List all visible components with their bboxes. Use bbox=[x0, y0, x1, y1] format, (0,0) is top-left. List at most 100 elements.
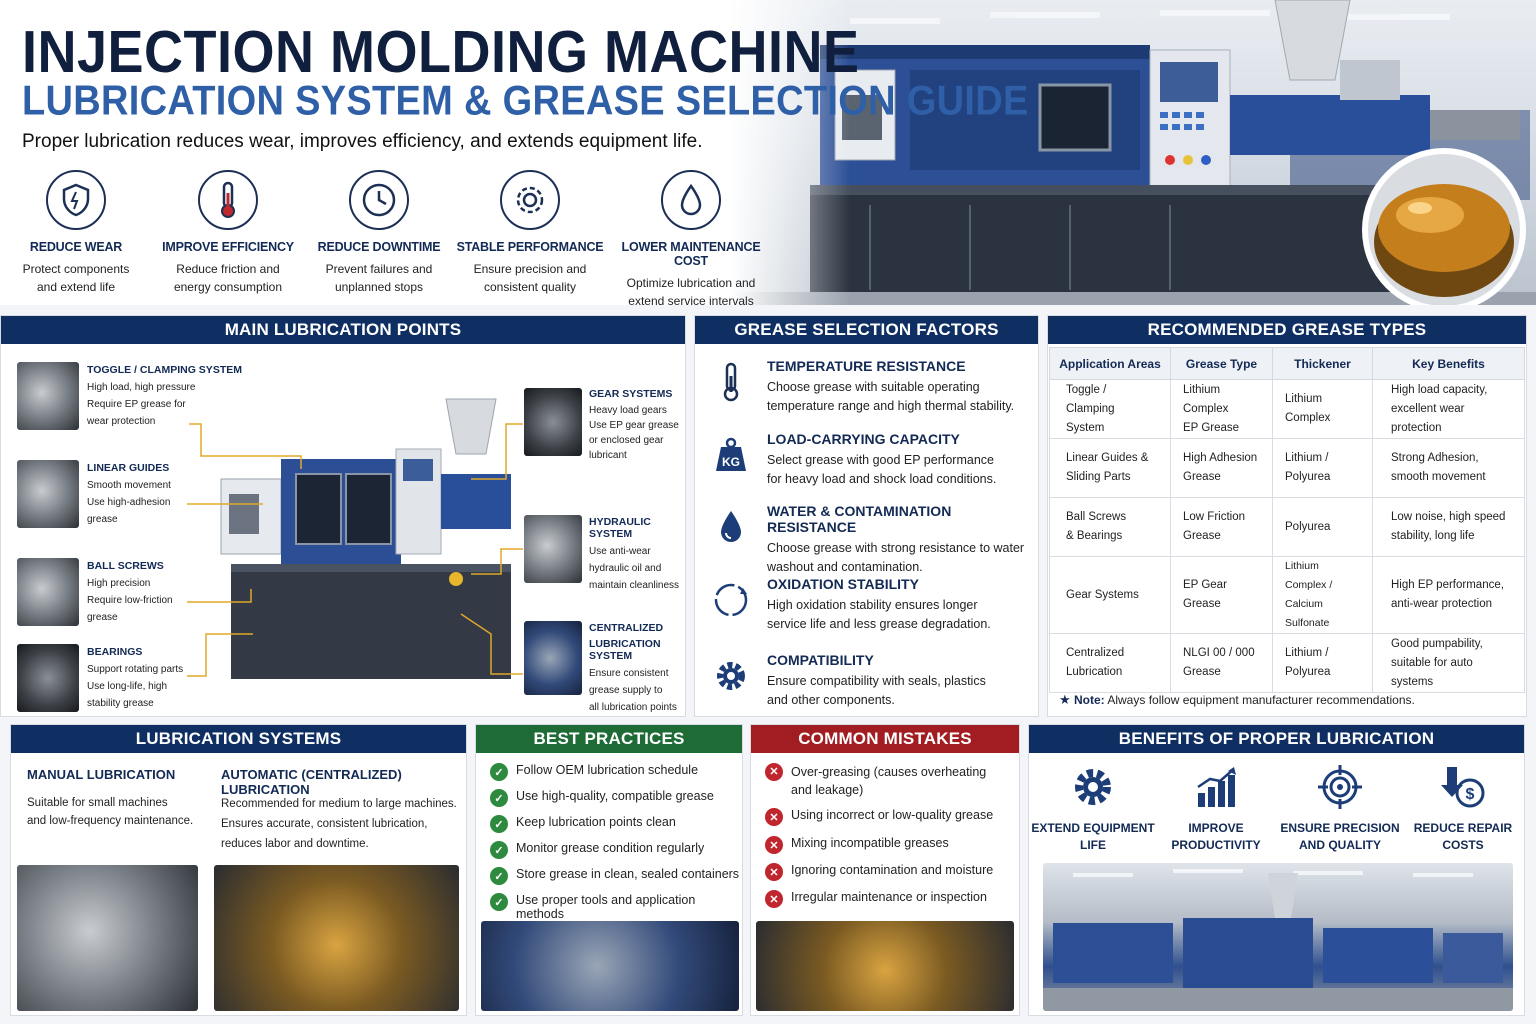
page-title: INJECTION MOLDING MACHINE bbox=[22, 19, 860, 86]
grease-note: ★ Note: Always follow equipment manufact… bbox=[1059, 692, 1415, 707]
factor-temperature: TEMPERATURE RESISTANCE Choose grease wit… bbox=[713, 358, 1033, 416]
panel-title: MAIN LUBRICATION POINTS bbox=[1, 316, 685, 344]
toggle-photo bbox=[17, 362, 79, 430]
common-mistakes-panel: COMMON MISTAKES ✕Over-greasing (causes o… bbox=[750, 724, 1020, 1016]
grease-types-table: Application Areas Grease Type Thickener … bbox=[1049, 347, 1525, 693]
list-item: ✓Store grease in clean, sealed container… bbox=[490, 867, 739, 885]
drop-icon bbox=[680, 183, 702, 216]
grease-gun-photo bbox=[17, 865, 198, 1011]
point-ball-screws: BALL SCREWS High precision Require low-f… bbox=[87, 560, 173, 623]
shield-icon bbox=[62, 183, 90, 217]
panel-title: COMMON MISTAKES bbox=[751, 725, 1019, 753]
point-toggle-clamping: TOGGLE / CLAMPING SYSTEM High load, high… bbox=[87, 364, 242, 427]
svg-text:$: $ bbox=[1466, 786, 1475, 803]
bearing-grease-photo bbox=[756, 921, 1014, 1011]
grease-selection-factors-panel: GREASE SELECTION FACTORS TEMPERATURE RES… bbox=[694, 315, 1039, 717]
panel-title: LUBRICATION SYSTEMS bbox=[11, 725, 466, 753]
bearings-photo bbox=[17, 644, 79, 712]
list-item: ✕Ignoring contamination and moisture bbox=[765, 863, 993, 881]
thermometer-icon bbox=[221, 181, 235, 218]
check-icon: ✓ bbox=[490, 893, 508, 911]
factor-compatibility: COMPATIBILITY Ensure compatibility with … bbox=[713, 652, 1033, 710]
check-icon: ✓ bbox=[490, 867, 508, 885]
page-subtitle: LUBRICATION SYSTEM & GREASE SELECTION GU… bbox=[22, 78, 1029, 125]
greasing-hand-photo bbox=[481, 921, 739, 1011]
factory-illustration bbox=[1043, 869, 1513, 1011]
x-icon: ✕ bbox=[765, 890, 783, 908]
svg-text:KG: KG bbox=[722, 455, 740, 469]
table-row: Gear Systems EP Gear Grease Lithium Comp… bbox=[1049, 556, 1525, 634]
header: INJECTION MOLDING MACHINE LUBRICATION SY… bbox=[0, 0, 1536, 305]
point-bearings: BEARINGS Support rotating parts Use long… bbox=[87, 646, 184, 709]
point-gear-systems: GEAR SYSTEMS Heavy load gears Use EP gea… bbox=[589, 388, 679, 461]
list-item: ✕Using incorrect or low-quality grease bbox=[765, 808, 993, 826]
star-icon: ★ bbox=[1059, 692, 1071, 707]
benefits-proper-lubrication-panel: BENEFITS OF PROPER LUBRICATION EXTEND EQ… bbox=[1028, 724, 1525, 1016]
point-linear-guides: LINEAR GUIDES Smooth movement Use high-a… bbox=[87, 462, 171, 525]
list-item: ✓Follow OEM lubrication schedule bbox=[490, 763, 698, 781]
list-item: ✓Use high-quality, compatible grease bbox=[490, 789, 714, 807]
panel-title: BENEFITS OF PROPER LUBRICATION bbox=[1029, 725, 1524, 753]
list-item: ✓Monitor grease condition regularly bbox=[490, 841, 704, 859]
list-item: ✕Mixing incompatible greases bbox=[765, 836, 949, 854]
x-icon: ✕ bbox=[765, 763, 783, 781]
check-icon: ✓ bbox=[490, 815, 508, 833]
panel-title: GREASE SELECTION FACTORS bbox=[695, 316, 1038, 344]
target-icon bbox=[1318, 765, 1362, 809]
water-drop-icon bbox=[721, 511, 741, 542]
x-icon: ✕ bbox=[765, 808, 783, 826]
table-header-row: Application Areas Grease Type Thickener … bbox=[1049, 347, 1525, 380]
factor-oxidation: OXIDATION STABILITY High oxidation stabi… bbox=[713, 576, 1033, 634]
panel-title: BEST PRACTICES bbox=[476, 725, 742, 753]
gear-icon bbox=[1075, 769, 1111, 805]
check-icon: ✓ bbox=[490, 841, 508, 859]
linear-guides-photo bbox=[17, 460, 79, 528]
auto-lubrication-desc: Recommended for medium to large machines… bbox=[221, 798, 457, 850]
point-centralized: CENTRALIZED LUBRICATION SYSTEM Ensure co… bbox=[589, 622, 677, 713]
auto-lubrication-title: AUTOMATIC (CENTRALIZED) LUBRICATION bbox=[221, 767, 402, 797]
hydraulic-photo bbox=[524, 515, 582, 583]
hero-machine-photo bbox=[730, 0, 1536, 305]
x-icon: ✕ bbox=[765, 863, 783, 881]
factor-load-carrying: KG LOAD-CARRYING CAPACITY Select grease … bbox=[713, 431, 1033, 489]
ball-screws-photo bbox=[17, 558, 79, 626]
gear-icon bbox=[717, 662, 745, 690]
tagline: Proper lubrication reduces wear, improve… bbox=[22, 131, 703, 152]
list-item: ✕Irregular maintenance or inspection bbox=[765, 890, 987, 908]
centralized-photo bbox=[524, 621, 582, 695]
leader-lines bbox=[187, 423, 523, 677]
machine-diagram bbox=[220, 398, 511, 679]
thermometer-icon bbox=[723, 362, 739, 402]
list-item: ✓Use proper tools and application method… bbox=[490, 893, 742, 921]
list-item: ✓Keep lubrication points clean bbox=[490, 815, 676, 833]
table-row: Linear Guides &Sliding Parts High Adhesi… bbox=[1049, 438, 1525, 498]
benefit-lower-maintenance-cost: LOWER MAINTENANCE COST Optimize lubricat… bbox=[611, 170, 771, 305]
factory-floor-photo bbox=[1043, 863, 1513, 1011]
weight-icon: KG bbox=[716, 437, 746, 471]
cycle-icon bbox=[714, 583, 748, 617]
manual-lubrication-title: MANUAL LUBRICATION bbox=[27, 767, 176, 782]
clock-icon bbox=[362, 183, 396, 217]
check-icon: ✓ bbox=[490, 763, 508, 781]
centralized-pump-photo bbox=[214, 865, 459, 1011]
gear-systems-photo bbox=[524, 388, 582, 456]
panel-title: RECOMMENDED GREASE TYPES bbox=[1048, 316, 1526, 344]
x-icon: ✕ bbox=[765, 836, 783, 854]
lubrication-systems-panel: LUBRICATION SYSTEMS MANUAL LUBRICATION S… bbox=[10, 724, 467, 1016]
gear-icon bbox=[516, 186, 544, 214]
best-practices-panel: BEST PRACTICES ✓Follow OEM lubrication s… bbox=[475, 724, 743, 1016]
main-lubrication-points-panel: MAIN LUBRICATION POINTS TOGGLE / CLAMPIN… bbox=[0, 315, 686, 717]
